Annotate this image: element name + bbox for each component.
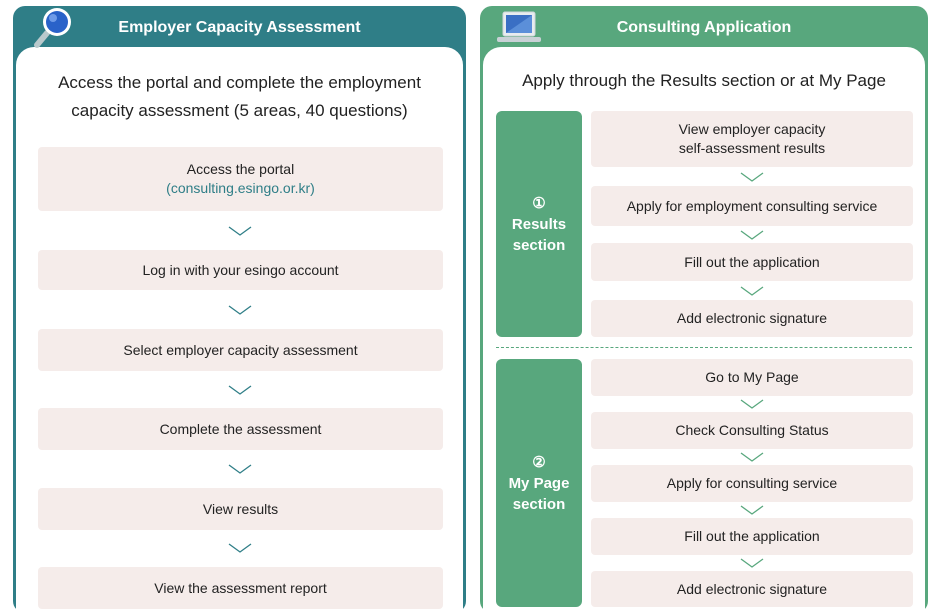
chevron-down-icon bbox=[228, 543, 252, 553]
chevron-down-icon bbox=[228, 226, 252, 236]
step-label: Complete the assessment bbox=[159, 420, 322, 437]
chevron-down-icon bbox=[740, 172, 764, 182]
step-label: View the assessment report bbox=[154, 579, 327, 596]
chevron-down-icon bbox=[228, 464, 252, 474]
step-label: Log in with your esingo account bbox=[142, 261, 339, 278]
chevron-down-icon bbox=[740, 230, 764, 240]
chevron-down-icon bbox=[740, 286, 764, 296]
step-fill-application: Fill out the application bbox=[591, 518, 913, 555]
step-select-assessment: Select employer capacity assessment bbox=[38, 329, 443, 371]
step-view-report: View the assessment report bbox=[38, 567, 443, 609]
consulting-intro: Apply through the Results section or at … bbox=[522, 71, 886, 90]
section-number: ② bbox=[532, 453, 546, 471]
step-label: Go to My Page bbox=[705, 369, 799, 385]
section-divider bbox=[496, 347, 912, 348]
step-label: View employer capacity bbox=[678, 121, 826, 137]
assessment-intro: Access the portal and complete the emplo… bbox=[16, 69, 463, 125]
step-label: Add electronic signature bbox=[676, 580, 828, 597]
chevron-down-icon bbox=[228, 385, 252, 395]
assessment-header-title: Employer Capacity Assessment bbox=[118, 19, 361, 36]
chevron-down-icon bbox=[228, 305, 252, 315]
section-title-line1: Results bbox=[511, 215, 567, 233]
step-complete-assessment: Complete the assessment bbox=[38, 408, 443, 450]
step-label: Access the portal bbox=[186, 161, 295, 177]
chevron-down-icon bbox=[740, 505, 764, 515]
step-label: Apply for employment consulting service bbox=[626, 197, 878, 214]
step-add-signature: Add electronic signature bbox=[591, 300, 913, 337]
step-label: Select employer capacity assessment bbox=[123, 341, 358, 358]
chevron-down-icon bbox=[740, 558, 764, 568]
step-fill-application: Fill out the application bbox=[591, 243, 913, 281]
step-label: Fill out the application bbox=[684, 528, 820, 544]
assessment-intro-line2: capacity assessment (5 areas, 40 questio… bbox=[71, 101, 408, 120]
mypage-section-label: ② My Page section bbox=[496, 359, 582, 607]
step-label: self-assessment results bbox=[678, 140, 826, 156]
laptop-icon bbox=[497, 11, 541, 42]
step-apply-employment-consulting: Apply for employment consulting service bbox=[591, 186, 913, 226]
portal-link[interactable]: (consulting.esingo.or.kr) bbox=[166, 180, 315, 196]
consulting-header-title: Consulting Application bbox=[616, 19, 792, 36]
assessment-body: Access the portal and complete the emplo… bbox=[16, 47, 463, 613]
step-view-self-assessment: View employer capacity self-assessment r… bbox=[591, 111, 913, 167]
section-title-line2: section bbox=[512, 495, 566, 513]
step-view-results: View results bbox=[38, 488, 443, 530]
step-add-signature: Add electronic signature bbox=[591, 571, 913, 607]
assessment-header: Employer Capacity Assessment bbox=[13, 6, 466, 50]
section-title-line2: section bbox=[512, 236, 566, 254]
section-title-line1: My Page bbox=[508, 474, 570, 492]
section-number: ① bbox=[532, 194, 546, 212]
chevron-down-icon bbox=[740, 452, 764, 462]
step-label: Add electronic signature bbox=[676, 310, 828, 326]
step-access-portal: Access the portal (consulting.esingo.or.… bbox=[38, 147, 443, 211]
step-label: View results bbox=[202, 500, 279, 517]
consulting-header: Consulting Application bbox=[480, 6, 928, 50]
step-login: Log in with your esingo account bbox=[38, 250, 443, 290]
magnifier-icon bbox=[34, 8, 71, 48]
step-label: Apply for consulting service bbox=[666, 475, 838, 491]
step-apply-consulting: Apply for consulting service bbox=[591, 465, 913, 502]
step-check-consulting-status: Check Consulting Status bbox=[591, 412, 913, 449]
assessment-panel: Employer Capacity Assessment Access the … bbox=[13, 6, 466, 613]
results-section-label: ① Results section bbox=[496, 111, 582, 337]
step-label: Check Consulting Status bbox=[675, 422, 829, 438]
step-go-to-mypage: Go to My Page bbox=[591, 359, 913, 396]
chevron-down-icon bbox=[740, 399, 764, 409]
assessment-intro-line1: Access the portal and complete the emplo… bbox=[58, 73, 421, 92]
step-label: Fill out the application bbox=[684, 253, 820, 270]
